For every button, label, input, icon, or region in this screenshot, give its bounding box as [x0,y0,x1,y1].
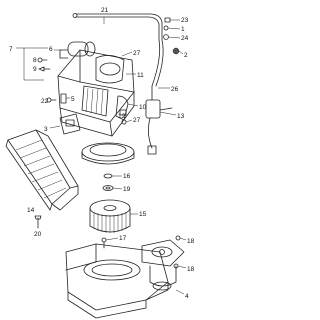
seal-ring [81,142,135,165]
clip-12 [119,109,127,116]
callout-21: 21 [101,7,109,14]
plug-2 [172,47,184,55]
screw-18 [175,235,187,241]
screw-18b [173,263,187,269]
callout-17: 17 [119,235,127,242]
grommet-24 [163,34,181,40]
callout-1: 1 [181,26,185,33]
resistor-3 [49,113,81,135]
callout-9: 9 [33,66,37,73]
callout-12: 12 [118,113,126,120]
relay-13 [145,85,177,155]
nut-16 [103,173,122,179]
bolt-20 [34,215,42,229]
callout-15: 15 [139,211,147,218]
blower-assembly-exploded-view: 21 23 1 24 2 7 6 8 9 27 11 26 22 5 13 10… [5,7,195,319]
upper-housing-11 [57,49,135,137]
callout-16: 16 [123,173,131,180]
callout-27: 27 [133,50,141,57]
callout-22: 22 [41,98,49,105]
callout-24: 24 [181,35,189,42]
callout-18b: 18 [187,266,195,273]
clip-5 [60,93,70,104]
callout-26: 26 [171,86,179,93]
actuator-6 [59,41,96,59]
callout-3: 3 [44,126,48,133]
callout-27b: 27 [133,117,141,124]
callout-11: 11 [137,72,144,79]
callout-7: 7 [9,46,13,53]
flap-10 [115,95,139,121]
washer-19 [102,185,123,191]
callout-13: 13 [177,113,185,120]
leader-lines [54,17,136,75]
callout-23: 23 [181,17,189,24]
hose-21 [72,13,164,87]
callout-8: 8 [33,57,37,64]
callout-2: 2 [184,52,188,59]
callout-6: 6 [49,46,53,53]
lower-housing [65,243,169,319]
callout-18: 18 [187,238,195,245]
bracket-7-lead [16,47,48,81]
clip-23 [164,17,180,23]
parts-diagram: 21 23 1 24 2 7 6 8 9 27 11 26 22 5 13 10… [5,7,195,319]
callout-4: 4 [185,293,189,300]
fan-15 [89,199,138,233]
duct-14 [5,129,79,211]
callout-14: 14 [27,207,35,214]
screw-8 [37,57,48,63]
callout-20: 20 [34,231,42,238]
screw-27 [121,119,133,125]
callout-5: 5 [71,96,75,103]
screw-22 [46,97,57,103]
callout-10: 10 [139,104,147,111]
clip-1 [163,25,181,31]
callout-19: 19 [123,186,131,193]
motor-4 [141,239,185,295]
bolt-9 [38,66,51,72]
